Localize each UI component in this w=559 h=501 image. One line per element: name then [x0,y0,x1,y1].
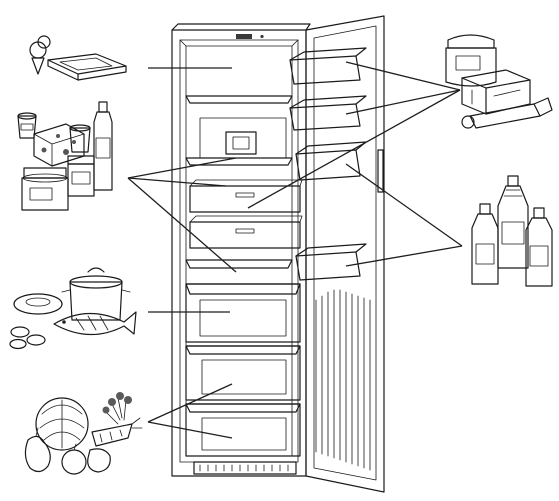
jam-jar-icon [22,168,68,210]
preserve-jar-icon [446,35,496,86]
base-grille [194,462,296,474]
pepper-icon [88,449,111,472]
middle-shelves [186,158,302,268]
milk-bottle-icon [472,204,498,284]
dairy-cheese-jars-and-bottle-illustration [18,102,112,210]
vegetables-and-fruit-illustration [25,392,142,474]
fish-meat-and-pot-illustration [10,268,136,349]
vegetable-drawers [186,346,300,456]
refrigerator-cabinet [172,24,310,476]
freezer-drawer [186,284,300,342]
meat-steak-icon [14,294,62,314]
sauce-flask-icon [526,208,552,286]
apple-icon [62,444,86,474]
leader-lines [128,62,462,438]
ice-cream-and-frozen-pack-illustration [30,36,126,80]
tube-icon [462,98,552,128]
juice-bottle-icon [498,176,528,268]
ice-cream-cone-icon [30,36,50,74]
cooking-pot-icon [62,268,130,320]
spread-jar-icon [68,156,94,196]
herb-bunch-icon [103,392,133,424]
thermostat-display [236,34,252,39]
bottles-illustration [472,176,552,286]
door-upper-racks [290,48,366,130]
top-shelf [186,96,292,103]
jar-butter-and-tube-illustration [446,35,552,128]
fish-icon [54,312,136,335]
shellfish-icon [10,327,45,349]
yogurt-cup-icon [18,113,36,138]
frozen-pack-icon [48,54,126,80]
interior-light-unit [200,118,286,158]
sauce-bottle-icon [94,102,112,190]
carrot-icon [92,418,142,446]
door-gasket [316,290,370,470]
yogurt-pot-icon [70,125,90,152]
door-handle [378,150,383,192]
